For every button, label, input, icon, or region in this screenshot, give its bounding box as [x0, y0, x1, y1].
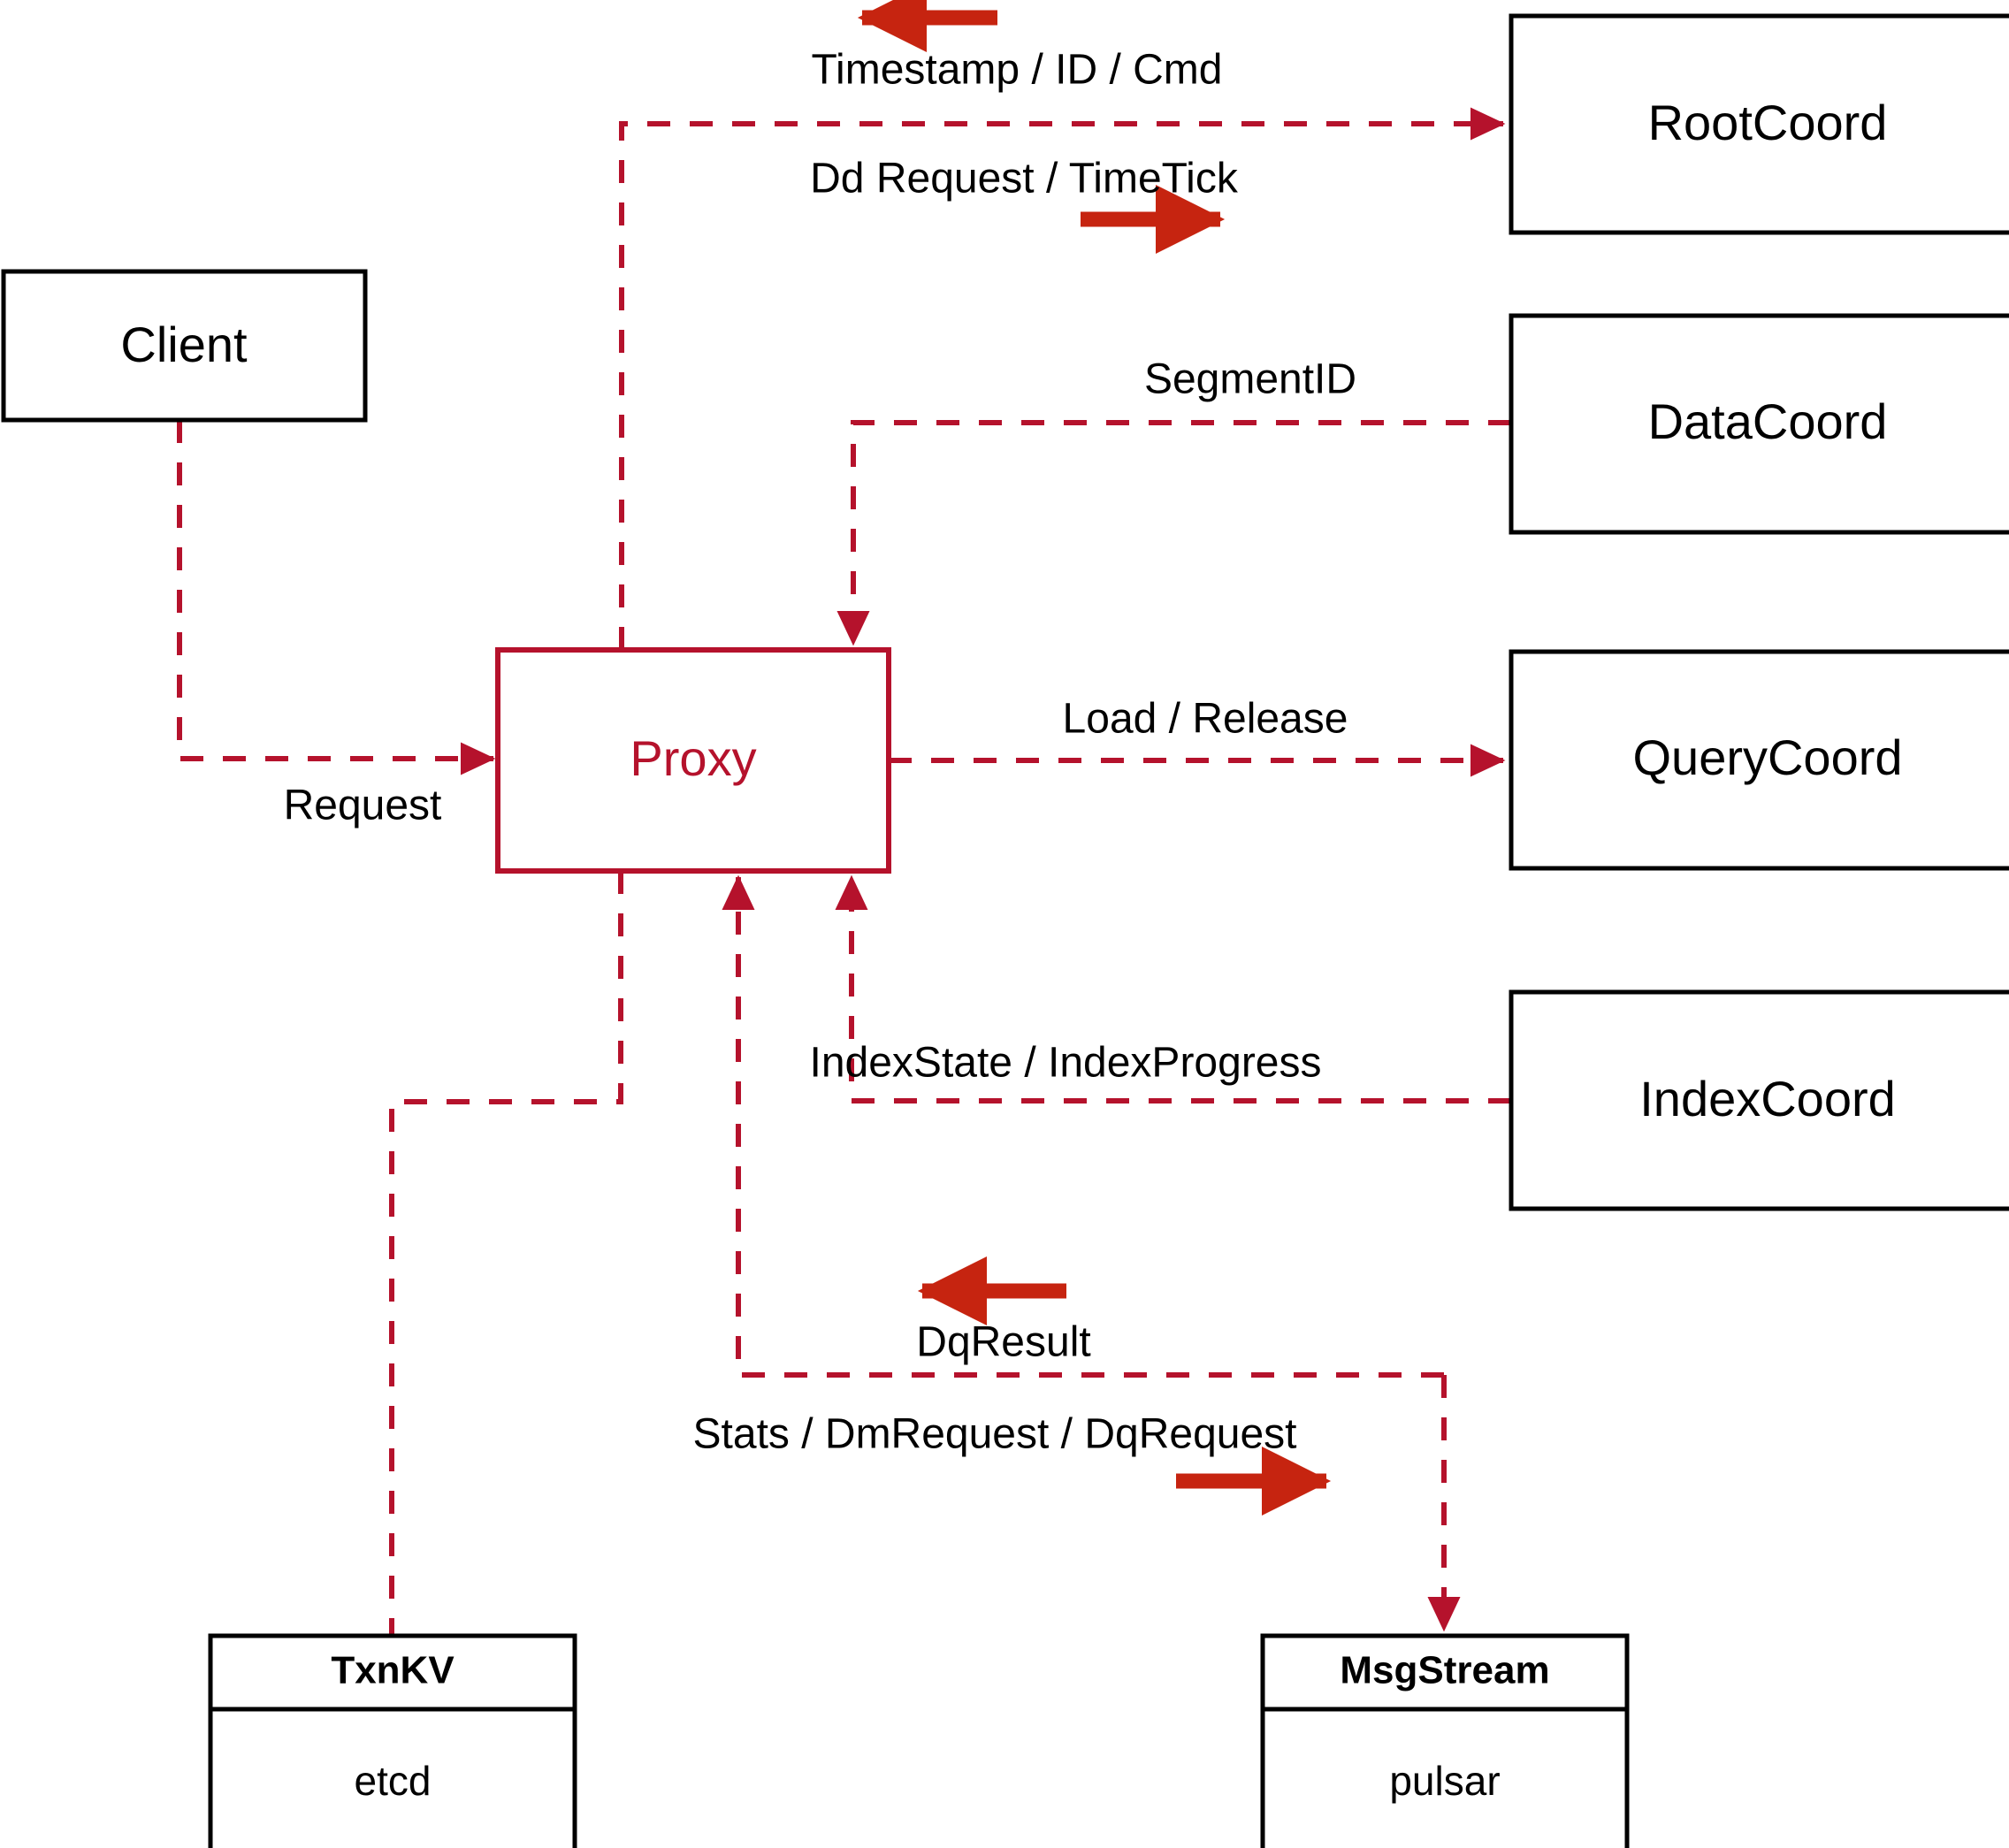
edge-proxy-to-rootcoord — [619, 107, 1506, 650]
node-indexcoord[interactable]: IndexCoord — [1509, 989, 2009, 1211]
node-msgstream[interactable]: MsgStream pulsar — [1260, 1633, 1630, 1848]
node-txnkv-impl: etcd — [355, 1758, 432, 1804]
edge-datacoord-to-proxy — [836, 420, 1511, 646]
node-proxy[interactable]: Proxy — [495, 647, 891, 874]
edge-label-datacoord-segmentid: SegmentID — [1144, 356, 1356, 403]
node-client-box[interactable] — [1, 269, 368, 423]
edge-label-rootcoord-request: Dd Request / TimeTick — [810, 156, 1239, 202]
node-txnkv[interactable]: TxnKV etcd — [208, 1633, 577, 1848]
edge-label-dqresult: DqResult — [916, 1319, 1090, 1366]
node-datacoord[interactable]: DataCoord — [1509, 313, 2009, 535]
node-txnkv-box[interactable] — [208, 1633, 577, 1848]
edge-msgstream-to-proxy — [722, 874, 1444, 1378]
edge-indexcoord-to-proxy — [835, 874, 1511, 1103]
edge-label-querycoord-load: Load / Release — [1063, 696, 1348, 743]
node-proxy-label: Proxy — [630, 730, 756, 786]
edge-label-dqrequest: Stats / DmRequest / DqRequest — [693, 1411, 1297, 1458]
node-datacoord-label: DataCoord — [1648, 393, 1888, 449]
node-rootcoord[interactable]: RootCoord — [1509, 13, 2009, 235]
node-querycoord-box[interactable] — [1509, 649, 2009, 871]
node-datacoord-box[interactable] — [1509, 313, 2009, 535]
node-querycoord[interactable]: QueryCoord — [1509, 649, 2009, 871]
node-msgstream-box[interactable] — [1260, 1633, 1630, 1848]
edge-client-to-proxy — [177, 420, 496, 775]
node-rootcoord-label: RootCoord — [1648, 95, 1888, 150]
node-client-label: Client — [120, 317, 248, 372]
edge-proxy-to-txnkv — [389, 871, 623, 1636]
node-rootcoord-box[interactable] — [1509, 13, 2009, 235]
node-indexcoord-box[interactable] — [1509, 989, 2009, 1211]
node-client[interactable]: Client — [1, 269, 368, 423]
edge-label-rootcoord-response: Timestamp / ID / Cmd — [812, 47, 1223, 94]
node-indexcoord-label: IndexCoord — [1639, 1071, 1896, 1126]
node-msgstream-title: MsgStream — [1340, 1649, 1549, 1692]
node-msgstream-impl: pulsar — [1389, 1758, 1500, 1804]
node-txnkv-title: TxnKV — [331, 1649, 455, 1692]
node-proxy-box[interactable] — [495, 647, 891, 874]
edge-label-client-request: Request — [284, 783, 442, 829]
edge-label-indexcoord-state: IndexState / IndexProgress — [810, 1040, 1322, 1087]
node-querycoord-label: QueryCoord — [1632, 729, 1902, 785]
